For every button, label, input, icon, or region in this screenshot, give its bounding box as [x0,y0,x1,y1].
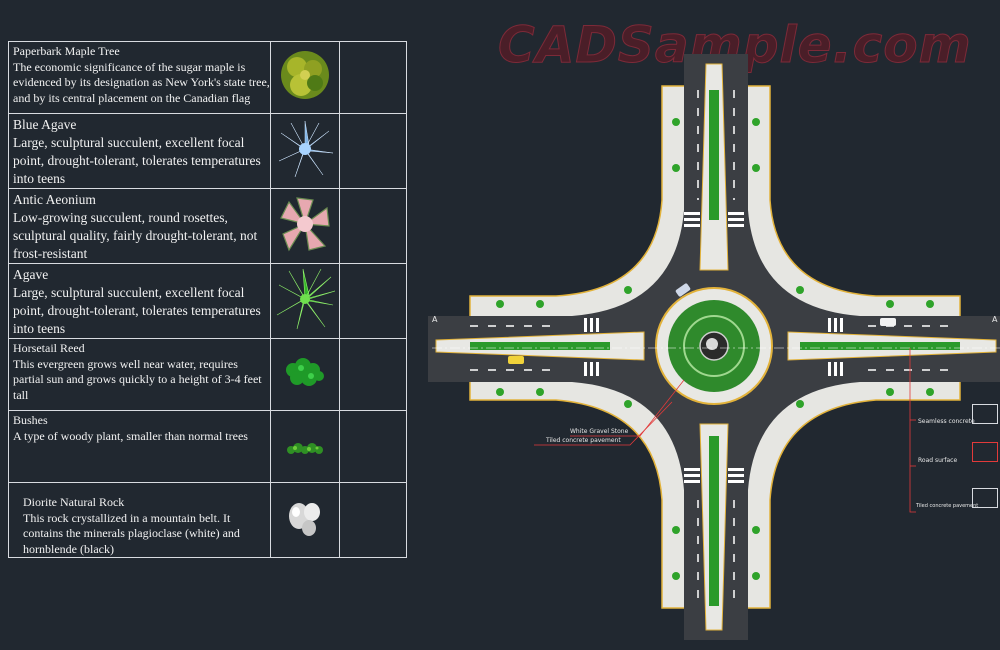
lane-markings [470,90,958,606]
maple-tree-icon [281,51,329,99]
legend-description: Agave Large, sculptural succulent, excel… [8,263,271,339]
legend-row: Antic Aeonium Low-growing succulent, rou… [8,188,407,264]
legend-row: Diorite Natural Rock This rock crystalli… [8,482,407,558]
roundabout-plan [428,54,1000,640]
seamless-concrete-label: Seamless concrete [918,418,975,425]
bushes-icon [287,443,323,454]
legend-text: This evergreen grows well near water, re… [13,356,262,402]
legend-text: This rock crystallized in a mountain bel… [23,510,240,556]
legend-empty-cell [339,41,407,114]
legend-text: The economic significance of the sugar m… [13,59,270,105]
seamless-concrete-swatch [972,404,998,424]
legend-row: Agave Large, sculptural succulent, excel… [8,263,407,339]
street-trees [496,118,934,580]
section-marker-left: A [432,315,438,324]
blue-agave-icon [278,120,334,177]
legend-row: Blue Agave Large, sculptural succulent, … [8,113,407,189]
legend-title: Blue Agave [13,117,77,132]
roundabout-inner-ring [683,315,745,377]
plant-legend-table: Paperbark Maple Tree The economic signif… [8,41,407,558]
aeonium-icon [280,196,330,251]
legend-row: Paperbark Maple Tree The economic signif… [8,41,407,114]
legend-symbol-cell [270,338,340,411]
legend-text: Large, sculptural succulent, excellent f… [13,135,261,186]
legend-empty-cell [339,263,407,339]
legend-title: Antic Aeonium [13,192,96,207]
legend-empty-cell [339,482,407,558]
tiled-pavement-label: Tiled concrete pavement [546,437,621,444]
legend-text: Low-growing succulent, round rosettes, s… [13,210,258,261]
legend-description: Diorite Natural Rock This rock crystalli… [8,482,271,558]
tiled-pavement-swatch [972,488,998,508]
median-planting [470,90,960,606]
crosswalks [584,212,843,483]
legend-symbol-cell [270,113,340,189]
legend-row: Bushes A type of woody plant, smaller th… [8,410,407,483]
legend-empty-cell [339,410,407,483]
section-marker-right: A [992,315,998,324]
legend-title: Horsetail Reed [13,341,85,355]
legend-empty-cell [339,338,407,411]
road-surface-swatch [972,442,998,462]
legend-title: Diorite Natural Rock [23,495,125,509]
rock-icon [289,502,320,536]
legend-symbol-cell [270,41,340,114]
legend-empty-cell [339,188,407,264]
legend-description: Paperbark Maple Tree The economic signif… [8,41,271,114]
legend-symbol-cell [270,188,340,264]
legend-title: Bushes [13,413,48,427]
legend-text: Large, sculptural succulent, excellent f… [13,285,261,336]
horsetail-reed-icon [286,358,324,386]
road-surface-label: Road surface [918,457,958,464]
legend-symbol-cell [270,482,340,558]
legend-description: Blue Agave Large, sculptural succulent, … [8,113,271,189]
legend-title: Agave [13,267,49,282]
legend-text: A type of woody plant, smaller than norm… [13,428,248,443]
legend-symbol-cell [270,410,340,483]
white-gravel-label: White Gravel Stone [570,428,629,435]
annotation-leaders [534,348,916,513]
cars [508,283,896,364]
legend-description: Antic Aeonium Low-growing succulent, rou… [8,188,271,264]
legend-description: Bushes A type of woody plant, smaller th… [8,410,271,483]
legend-description: Horsetail Reed This evergreen grows well… [8,338,271,411]
tiled-pavement-key-label: Tiled concrete pavement [916,503,979,509]
legend-empty-cell [339,113,407,189]
legend-title: Paperbark Maple Tree [13,44,120,58]
agave-icon [276,268,336,329]
roundabout-rock [706,338,718,350]
legend-row: Horsetail Reed This evergreen grows well… [8,338,407,411]
legend-symbol-cell [270,263,340,339]
